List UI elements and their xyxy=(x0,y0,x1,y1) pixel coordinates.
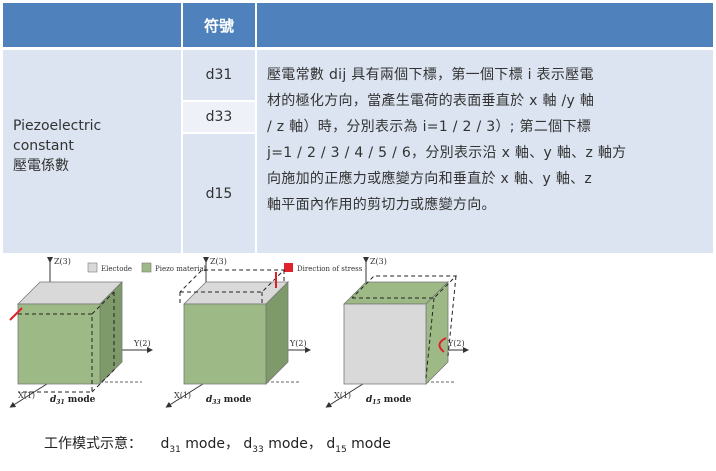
property-cell: Piezoelectric constant 壓電係數 xyxy=(3,50,181,253)
symbol-d15: d15 xyxy=(183,134,255,253)
legend-stress: Direction of stress xyxy=(297,265,363,273)
mode-label-d33: d33 mode xyxy=(206,395,252,406)
description-line: 材的極化方向，當產生電荷的表面垂直於 x 軸 /y 軸 xyxy=(267,93,595,109)
property-label-line2: constant xyxy=(13,138,74,154)
axis-x-label: X(1) xyxy=(174,391,191,400)
piezo-front-face xyxy=(17,303,101,385)
axis-z-label: Z(3) xyxy=(210,257,227,266)
mode-label-d31: d31 mode xyxy=(50,395,96,406)
cube-d33: Z(3) Y(2) X(1) d33 mode xyxy=(165,257,311,408)
caption-prefix: 工作模式示意： xyxy=(44,436,142,452)
header-cell-description xyxy=(257,3,713,47)
description-text: 壓電常數 dij 具有兩個下標，第一個下標 i 表示壓電 材的極化方向，當產生電… xyxy=(267,62,695,218)
caption-mode-d15: d15 mode xyxy=(326,436,391,455)
legend-piezo: Piezo material xyxy=(155,265,207,273)
description-line: 向施加的正應力或應變方向和垂直於 x 軸、y 軸、z xyxy=(267,171,593,187)
property-label-line1: Piezoelectric xyxy=(13,118,102,134)
figure-caption: 工作模式示意： d31 mode， d33 mode， d15 mode xyxy=(44,433,391,455)
caption-mode-d31: d31 mode， xyxy=(160,436,239,455)
legend-electrode: Electode xyxy=(101,265,132,273)
description-line: 壓電常數 dij 具有兩個下標，第一個下標 i 表示壓電 xyxy=(267,67,594,83)
axis-x-label: X(1) xyxy=(18,391,35,400)
property-label-line3: 壓電係數 xyxy=(13,158,69,174)
description-line: / z 軸）時，分別表示為 i=1 / 2 / 3）; 第二個下標 xyxy=(267,119,592,135)
axis-y-label: Y(2) xyxy=(133,339,151,348)
description-cell: 壓電常數 dij 具有兩個下標，第一個下標 i 表示壓電 材的極化方向，當產生電… xyxy=(257,50,713,253)
legend-swatch-piezo xyxy=(141,262,152,273)
legend: Electode Piezo material Direction of str… xyxy=(87,262,363,273)
axis-x-label: X(1) xyxy=(334,391,351,400)
symbol-d31: d31 xyxy=(183,50,255,100)
piezo-front-face xyxy=(183,303,267,385)
electrode-front-face xyxy=(343,303,427,385)
axis-y-label: Y(2) xyxy=(289,339,307,348)
description-line: j=1 / 2 / 3 / 4 / 5 / 6，分別表示沿 x 軸、y 軸、z … xyxy=(267,145,627,161)
piezo-table: 符號 Piezoelectric constant 壓電係數 d31 d33 d… xyxy=(3,3,713,253)
header-symbol: 符號 xyxy=(183,3,255,47)
axis-y-label: Y(2) xyxy=(447,339,465,348)
property-label: Piezoelectric constant 壓電係數 xyxy=(13,116,101,176)
caption-mode-d33: d33 mode， xyxy=(243,436,322,455)
legend-swatch-stress xyxy=(284,263,293,272)
stress-arrow-icon xyxy=(438,337,447,353)
symbol-d33: d33 xyxy=(183,102,255,132)
mode-label-d15: d15 mode xyxy=(366,395,412,406)
legend-swatch-electrode xyxy=(87,262,98,273)
stress-arrow-icon xyxy=(9,307,23,321)
cube-d15: Z(3) Y(2) X(1) d15 mode xyxy=(325,257,469,408)
cube-d31: Z(3) Y(2) X(1) d31 mode xyxy=(9,257,153,408)
axis-z-label: Z(3) xyxy=(54,257,71,266)
description-line: 軸平面內作用的剪切力或應變方向。 xyxy=(267,197,496,213)
piezo-mode-diagram: Z(3) Y(2) X(1) d31 mode Electode Piezo m… xyxy=(9,257,469,408)
axis-z-label: Z(3) xyxy=(370,257,387,266)
header-cell-empty xyxy=(3,3,181,47)
